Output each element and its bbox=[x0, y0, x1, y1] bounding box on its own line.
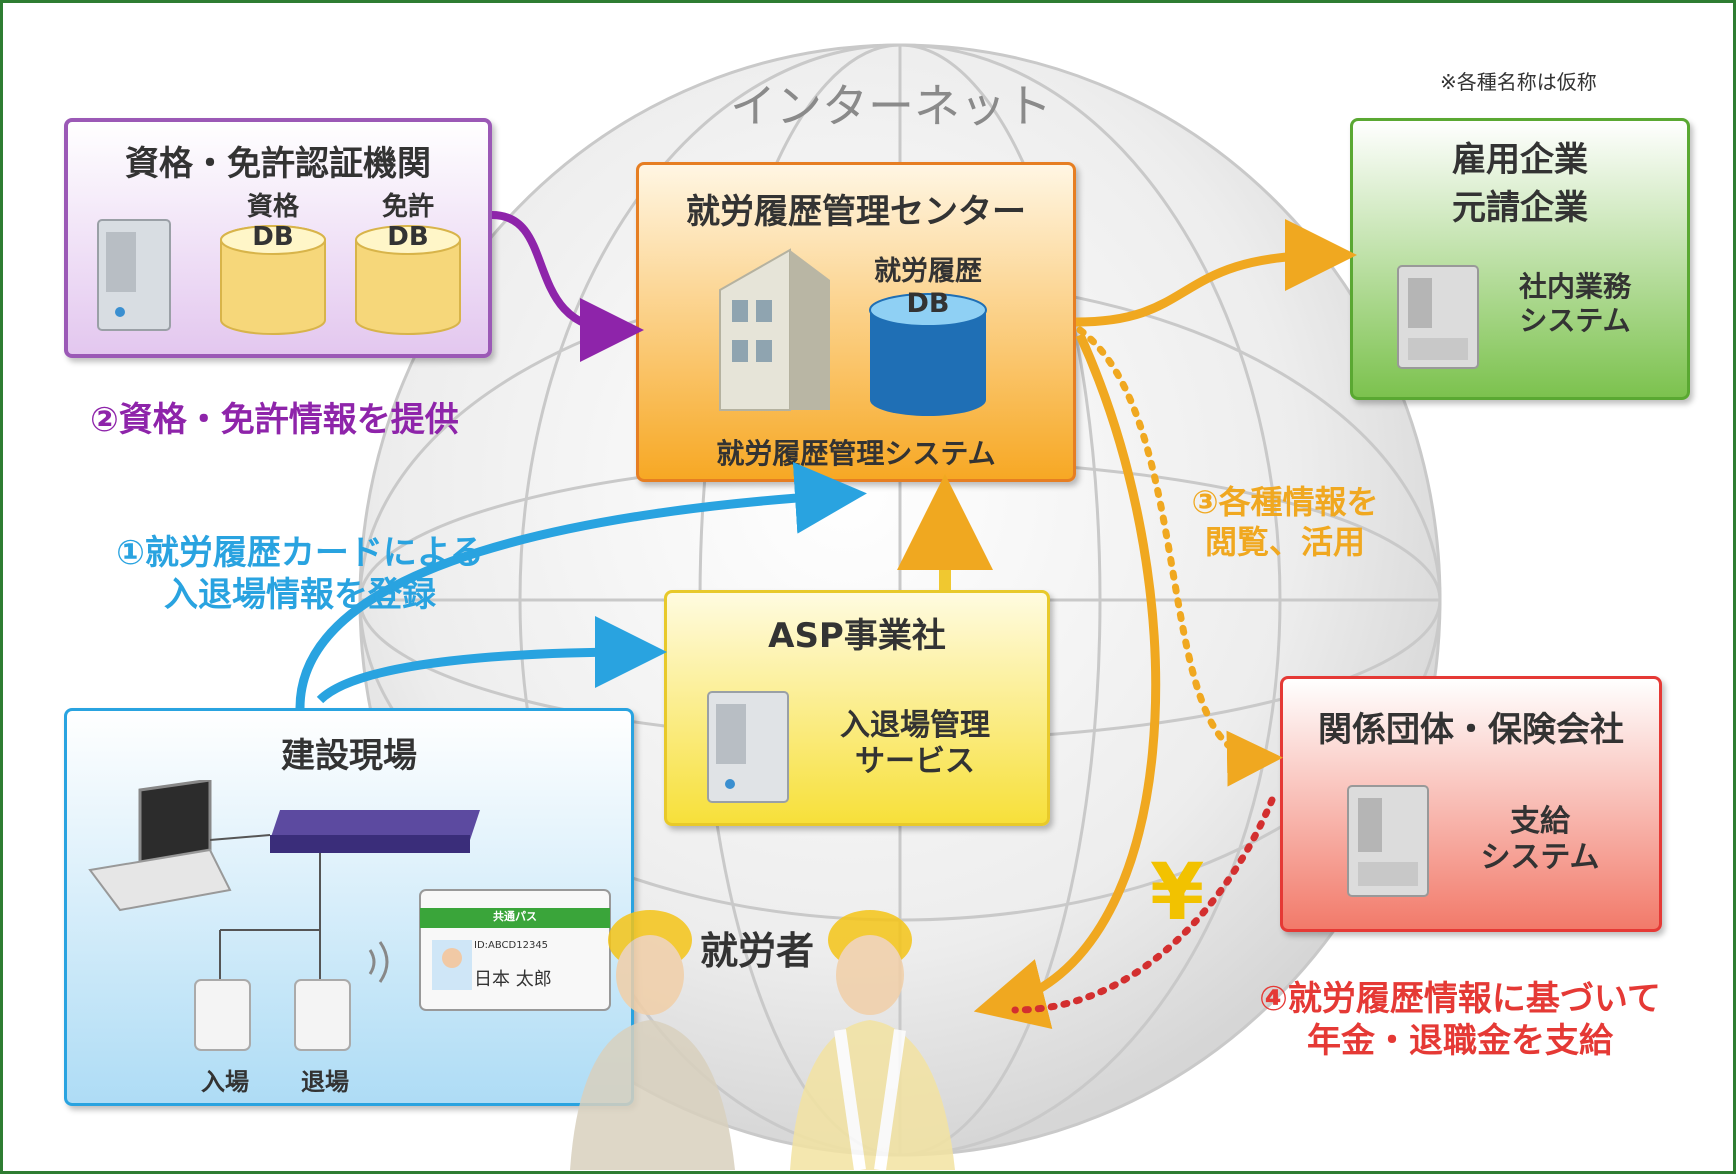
asp-title: ASP事業社 bbox=[768, 616, 946, 656]
network-switch-icon bbox=[270, 810, 480, 853]
insurer-server-icon bbox=[1347, 785, 1429, 897]
arrow-insurer-to-workers bbox=[1011, 796, 1276, 1014]
employer-system-label: 社内業務システム bbox=[1518, 270, 1631, 337]
entry-label: 入場 bbox=[201, 1068, 249, 1096]
arrow-cert-to-center bbox=[491, 211, 644, 362]
internet-label: インターネット bbox=[730, 79, 1052, 133]
cert-org-servers bbox=[97, 219, 461, 335]
wireless-signal-icon bbox=[368, 941, 389, 983]
exit-label: 退場 bbox=[301, 1068, 349, 1096]
asp-server-icon bbox=[707, 691, 789, 803]
laptop-icon bbox=[88, 780, 232, 912]
qualification-db-icon bbox=[220, 225, 326, 335]
card-header: 共通パス bbox=[493, 910, 537, 923]
worker-icon bbox=[570, 910, 735, 1170]
workers-illustration bbox=[570, 910, 955, 1170]
exit-reader-icon bbox=[294, 979, 351, 1051]
insurer-title: 関係団体・保険会社 bbox=[1318, 710, 1624, 750]
insurer-system-label: 支給システム bbox=[1480, 804, 1600, 875]
card-name: 日本 太郎 bbox=[474, 969, 552, 990]
cert-org-title: 資格・免許認証機関 bbox=[125, 144, 431, 184]
employer-server-icon bbox=[1397, 265, 1479, 369]
card-id: ID:ABCD12345 bbox=[474, 940, 549, 951]
insurer-box bbox=[1280, 676, 1662, 932]
asp-service-label: 入退場管理サービス bbox=[840, 708, 990, 779]
step1-label: ①就労履歴カードによる入退場情報を登録 bbox=[116, 533, 484, 615]
employer-title: 雇用企業元請企業 bbox=[1452, 140, 1588, 228]
entry-reader-icon bbox=[194, 979, 251, 1051]
site-title: 建設現場 bbox=[281, 736, 417, 776]
yen-icon: ¥ bbox=[1150, 848, 1205, 938]
arrow-site-to-center bbox=[295, 461, 867, 709]
arrow-center-to-workers bbox=[973, 333, 1161, 1029]
center-title: 就労履歴管理センター bbox=[686, 192, 1026, 232]
step2-label: ②資格・免許情報を提供 bbox=[90, 400, 459, 440]
workers-label: 就労者 bbox=[700, 929, 815, 973]
worker-icon bbox=[790, 910, 955, 1170]
step4-label: ④就労履歴情報に基づいて年金・退職金を支給 bbox=[1259, 979, 1661, 1061]
id-card-icon bbox=[419, 889, 611, 1011]
server-icon bbox=[97, 219, 171, 331]
building-icon bbox=[719, 248, 830, 411]
license-db-icon bbox=[355, 225, 461, 335]
center-illustration bbox=[719, 248, 987, 416]
arrow-center-to-insurer bbox=[1076, 326, 1283, 787]
site-network-illustration bbox=[88, 780, 611, 1051]
arrow-site-to-asp bbox=[316, 616, 667, 704]
work-history-db-icon bbox=[869, 293, 987, 416]
step3-label: ③各種情報を閲覧、活用 bbox=[1191, 483, 1379, 561]
arrow-center-to-employer bbox=[1075, 219, 1357, 327]
note-text: ※各種名称は仮称 bbox=[1440, 70, 1597, 94]
center-box bbox=[636, 162, 1076, 482]
